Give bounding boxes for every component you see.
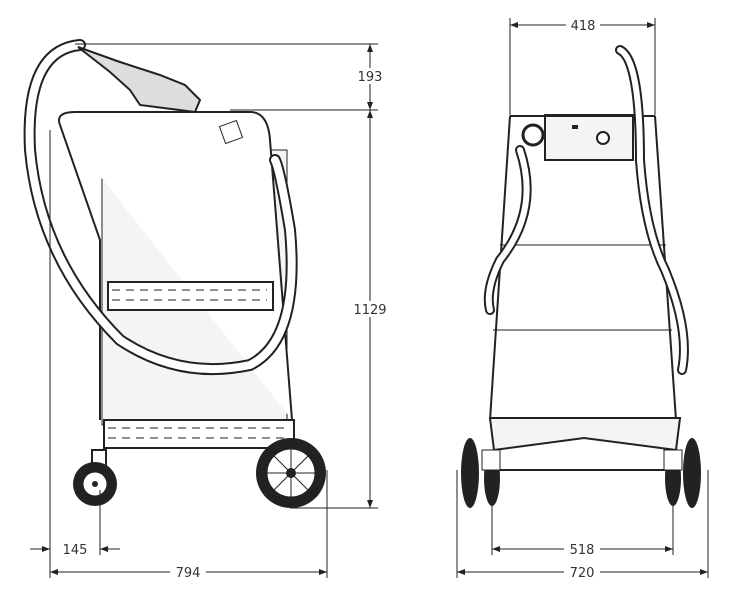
- side-dimensions: 193 1129 145 794: [30, 43, 390, 581]
- frame-front-tube: [58, 111, 293, 421]
- middle-shelf: [107, 281, 274, 311]
- dim-720: 720: [570, 566, 595, 581]
- welding-gun: [77, 46, 202, 114]
- side-view: [23, 39, 326, 508]
- frame-rear-tube: [59, 124, 101, 420]
- dim-518: 518: [570, 543, 595, 558]
- dim-418: 418: [571, 19, 596, 34]
- front-wheel-right: [663, 438, 701, 508]
- large-wheel: [256, 438, 326, 508]
- control-knob: [596, 131, 610, 145]
- bottom-shelf: [103, 419, 295, 449]
- dim-193: 193: [358, 70, 383, 85]
- front-dimensions: 418 518 720: [456, 17, 709, 581]
- control-box: [544, 114, 634, 161]
- dim-794: 794: [176, 566, 201, 581]
- front-hose-right: [615, 45, 689, 375]
- front-wheel-left: [461, 438, 501, 508]
- holder-bracket: [218, 119, 244, 145]
- front-bottom-tray: [488, 417, 682, 452]
- dim-145: 145: [63, 543, 88, 558]
- dim-1129: 1129: [353, 303, 386, 318]
- front-view: [461, 45, 701, 508]
- caster-wheel: [73, 449, 117, 506]
